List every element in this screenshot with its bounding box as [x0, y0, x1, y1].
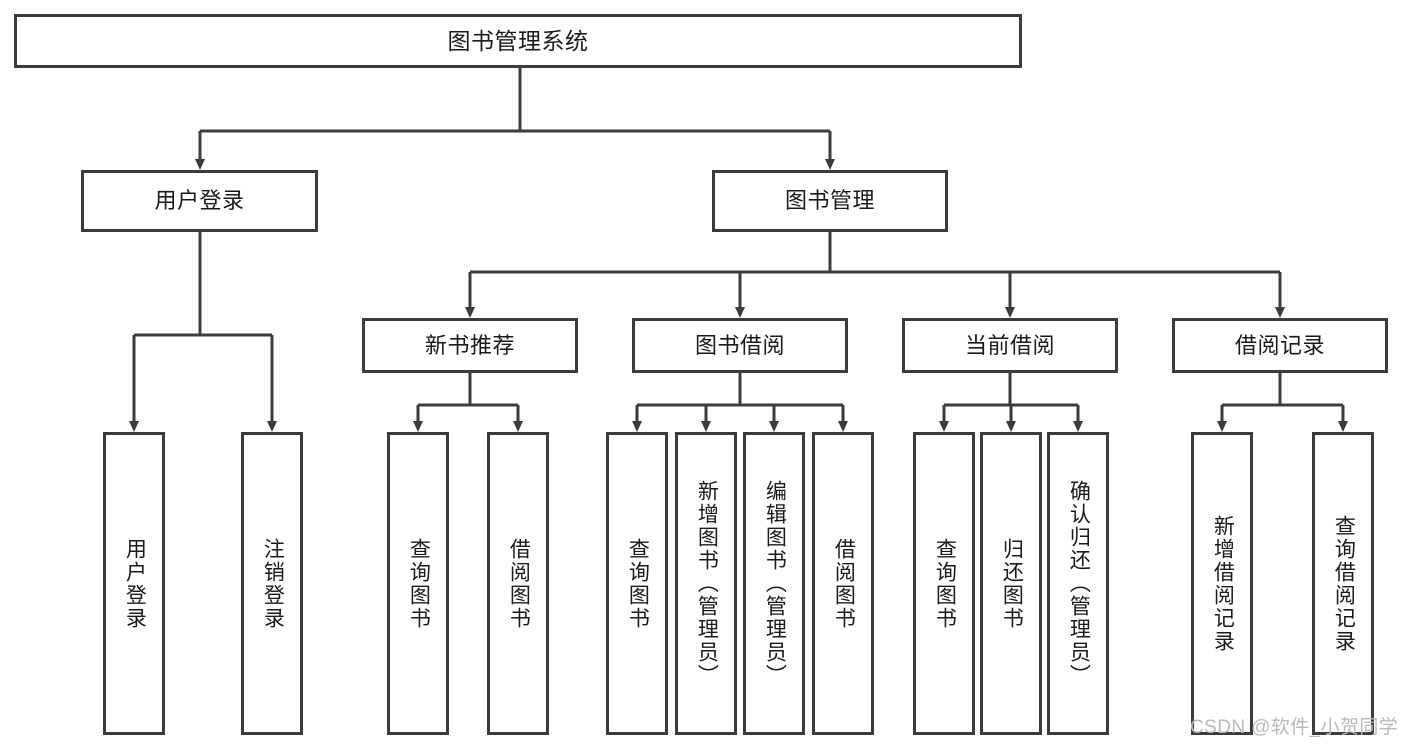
node-leaf-edit-book-label: 编辑图书（管理员） — [763, 480, 787, 687]
node-book-manage-label: 图书管理 — [784, 188, 875, 214]
node-borrow-record[interactable]: 借阅记录 — [1172, 318, 1388, 373]
node-leaf-query-book-2-label: 查询图书 — [626, 537, 650, 630]
node-leaf-query-book-1[interactable]: 查询图书 — [387, 432, 449, 735]
node-new-book-recommend[interactable]: 新书推荐 — [362, 318, 578, 373]
node-leaf-query-book-3-label: 查询图书 — [933, 537, 957, 630]
node-leaf-add-book[interactable]: 新增图书（管理员） — [675, 432, 737, 735]
node-leaf-query-book-1-label: 查询图书 — [407, 537, 431, 630]
node-root-label: 图书管理系统 — [447, 27, 589, 54]
node-user-login-label: 用户登录 — [154, 188, 245, 214]
node-leaf-add-record[interactable]: 新增借阅记录 — [1191, 432, 1253, 735]
node-book-borrow[interactable]: 图书借阅 — [632, 318, 848, 373]
node-leaf-user-logout-label: 注销登录 — [261, 537, 285, 630]
node-leaf-query-book-3[interactable]: 查询图书 — [913, 432, 975, 735]
node-leaf-borrow-book-1-label: 借阅图书 — [507, 537, 531, 630]
node-leaf-user-logout[interactable]: 注销登录 — [241, 432, 303, 735]
node-borrow-record-label: 借阅记录 — [1234, 332, 1325, 358]
node-current-borrow[interactable]: 当前借阅 — [902, 318, 1118, 373]
node-leaf-borrow-book-2[interactable]: 借阅图书 — [812, 432, 874, 735]
node-book-borrow-label: 图书借阅 — [694, 332, 785, 358]
node-leaf-add-record-label: 新增借阅记录 — [1211, 514, 1235, 653]
node-root[interactable]: 图书管理系统 — [14, 14, 1022, 68]
node-leaf-user-login[interactable]: 用户登录 — [103, 432, 165, 735]
node-book-manage[interactable]: 图书管理 — [712, 170, 948, 232]
node-leaf-query-book-2[interactable]: 查询图书 — [606, 432, 668, 735]
node-new-book-recommend-label: 新书推荐 — [424, 332, 515, 358]
node-leaf-confirm-return[interactable]: 确认归还（管理员） — [1047, 432, 1109, 735]
node-leaf-borrow-book-1[interactable]: 借阅图书 — [487, 432, 549, 735]
node-current-borrow-label: 当前借阅 — [964, 332, 1055, 358]
node-leaf-borrow-book-2-label: 借阅图书 — [832, 537, 856, 630]
node-leaf-return-book-label: 归还图书 — [1000, 537, 1024, 630]
node-leaf-query-record-label: 查询借阅记录 — [1332, 514, 1356, 653]
node-leaf-edit-book[interactable]: 编辑图书（管理员） — [743, 432, 805, 735]
node-leaf-return-book[interactable]: 归还图书 — [980, 432, 1042, 735]
node-leaf-confirm-return-label: 确认归还（管理员） — [1067, 480, 1091, 687]
node-leaf-add-book-label: 新增图书（管理员） — [695, 480, 719, 687]
node-leaf-query-record[interactable]: 查询借阅记录 — [1312, 432, 1374, 735]
node-user-login[interactable]: 用户登录 — [81, 170, 318, 232]
node-leaf-user-login-label: 用户登录 — [123, 537, 147, 630]
